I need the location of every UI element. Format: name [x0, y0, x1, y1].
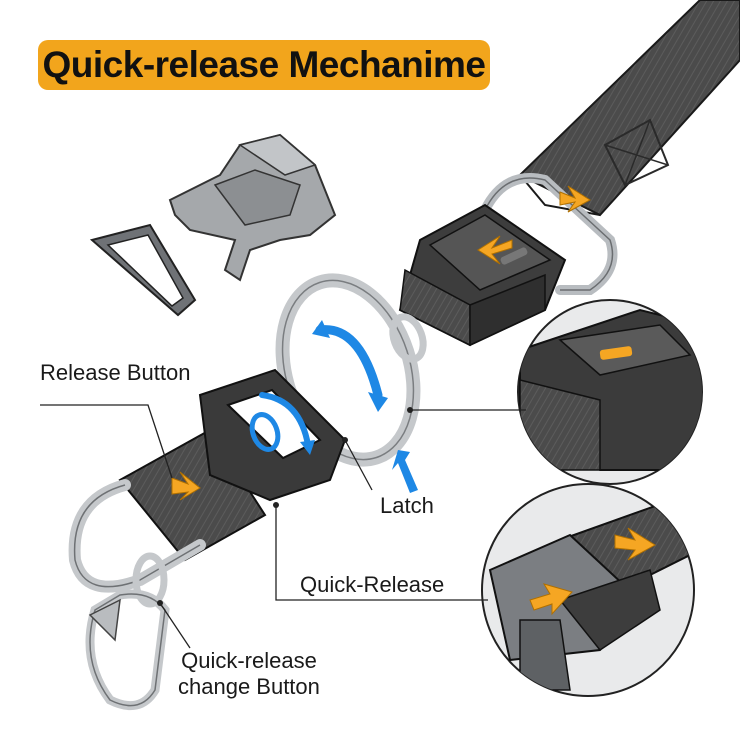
zoom-circle-top [517, 299, 703, 485]
slider-loop [89, 223, 197, 317]
snap-hook [85, 552, 170, 711]
label-quick-release: Quick-Release [300, 572, 445, 597]
label-latch: Latch [380, 493, 434, 518]
arrow-top-strap [559, 185, 591, 213]
arrow-top-buckle [477, 235, 513, 265]
arrow-zoom-buckle [529, 583, 573, 616]
leader-lines [40, 404, 526, 649]
label-change-button: Quick-release change Button [178, 648, 320, 699]
label-release-button: Release Button [40, 360, 191, 385]
top-strap [518, 0, 740, 217]
diagram-title: Quick-release Mechanime [42, 44, 487, 85]
title-banner: Quick-release Mechanime [38, 40, 490, 90]
rotate-ring-icon [249, 412, 281, 452]
arrow-zoom-strap [614, 527, 656, 561]
lower-buckle [198, 368, 347, 502]
arrow-lower-strap [171, 471, 201, 501]
male-buckle-part [168, 133, 337, 282]
small-ring [389, 313, 427, 363]
zoom-circle-bottom [481, 483, 695, 697]
arrow-latch [392, 450, 418, 493]
rotate-arrow-ring [315, 325, 383, 400]
top-buckle [398, 203, 567, 347]
